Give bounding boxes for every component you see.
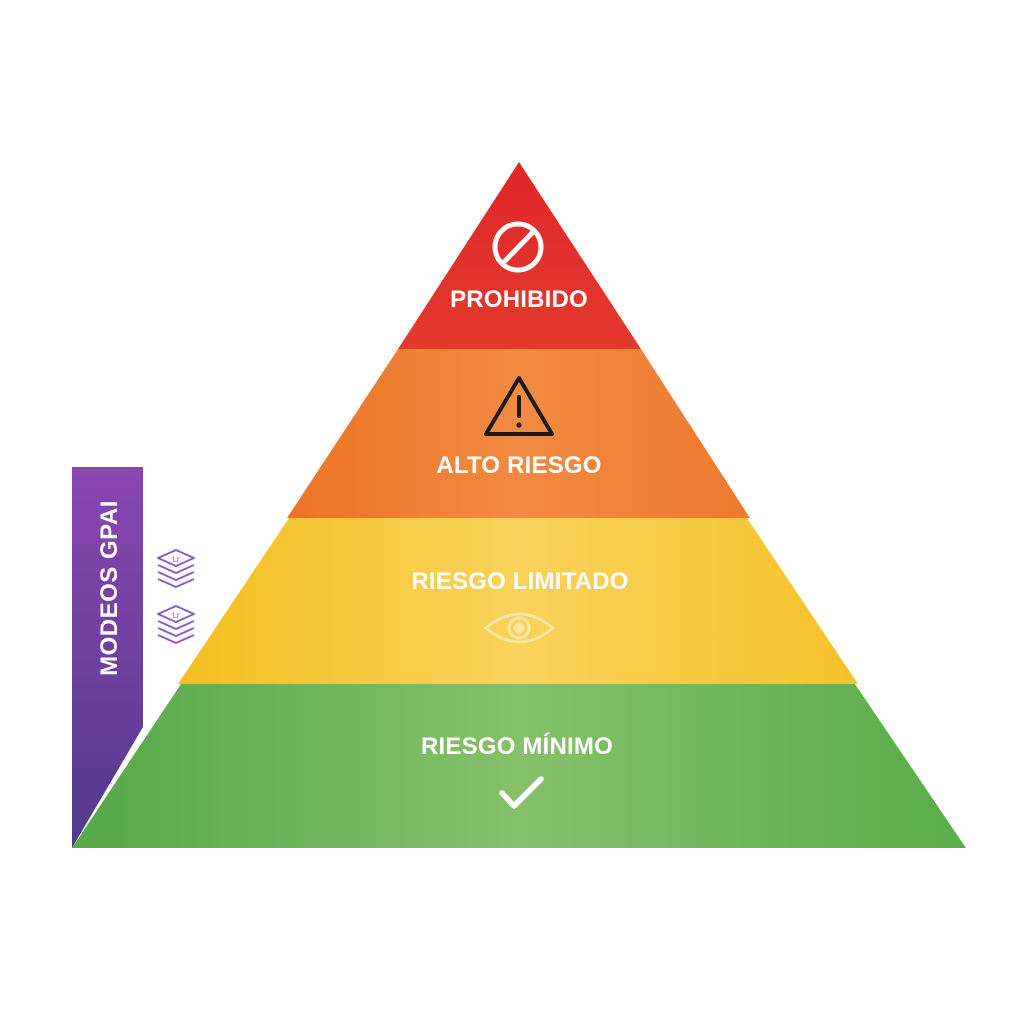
gpai-bar-shape [72, 467, 143, 848]
tier-minimal-risk-label: RIESGO MÍNIMO [421, 732, 613, 760]
tier-minimal-risk-band [72, 684, 966, 848]
svg-text:Lr: Lr [172, 555, 180, 564]
tier-prohibited-band [398, 162, 641, 349]
tier-prohibited: PROHIBIDO [398, 162, 641, 349]
gpai-bar-label: MODEOS GPAI [96, 500, 123, 676]
model-stack-icon: Lr [157, 549, 195, 588]
tier-high-risk: ALTO RIESGO [287, 349, 750, 518]
check-icon [499, 776, 544, 809]
svg-text:Lr: Lr [172, 611, 180, 620]
tier-limited-risk-band [178, 518, 858, 684]
tier-minimal-risk: RIESGO MÍNIMO [72, 684, 966, 848]
gpai-side-bar: MODEOS GPAI [72, 467, 143, 848]
tier-limited-risk: RIESGO LIMITADO [178, 518, 858, 684]
eye-icon [483, 612, 556, 644]
prohibited-icon [492, 221, 544, 273]
tier-prohibited-label: PROHIBIDO [450, 286, 588, 313]
tier-limited-risk-label: RIESGO LIMITADO [411, 568, 628, 595]
model-stack-icon: Lr [157, 605, 195, 644]
tier-high-risk-label: ALTO RIESGO [436, 452, 601, 479]
warning-icon [484, 376, 554, 436]
